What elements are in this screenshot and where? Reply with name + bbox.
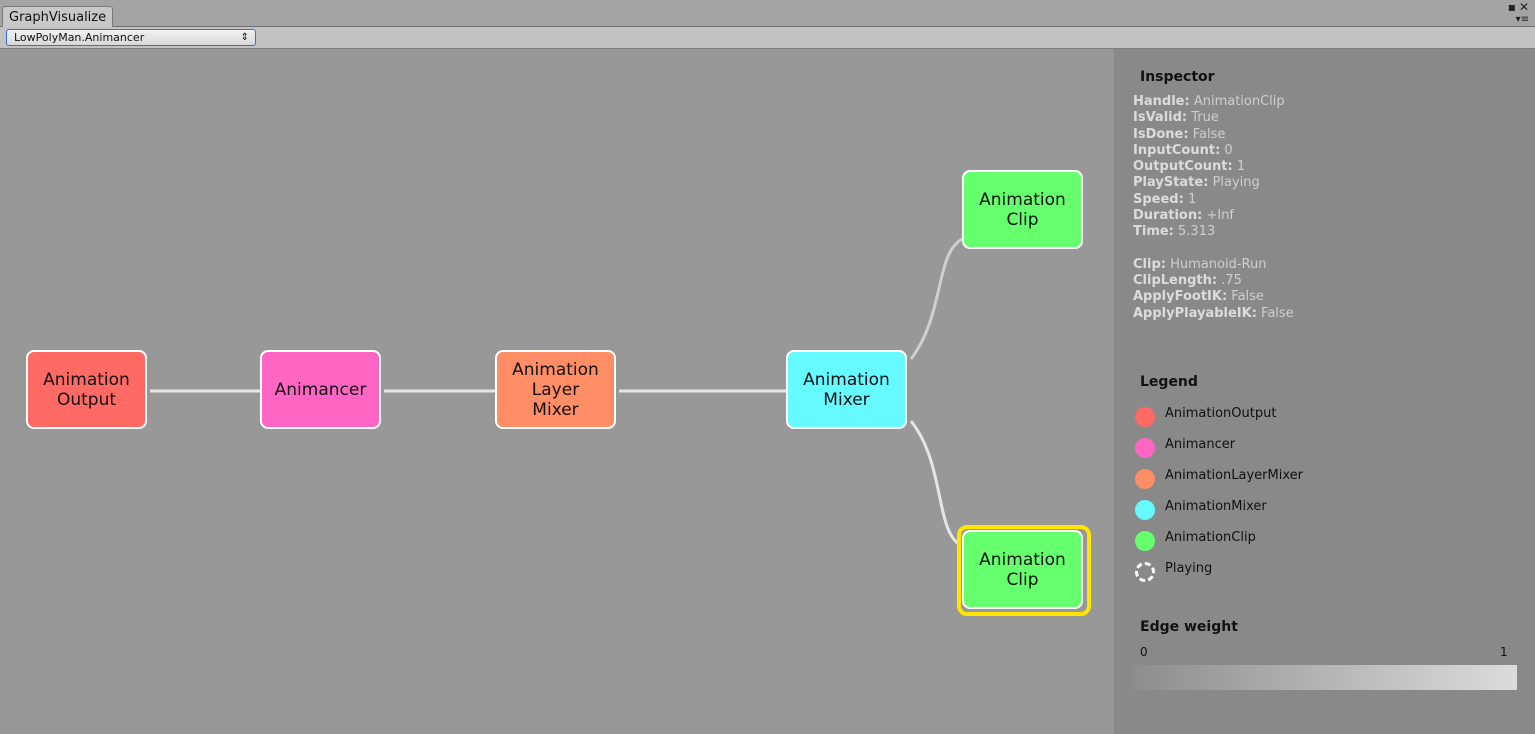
legend-swatch-icon — [1135, 531, 1155, 551]
inspector-clip-prop: ApplyPlayableIK: False — [1133, 305, 1294, 321]
node-label: Output — [56, 389, 117, 410]
tab-graphvisualize[interactable]: GraphVisualize — [2, 6, 114, 27]
toolbar: LowPolyMan.Animancer ⇕ — [0, 27, 1535, 49]
node-label: Clip — [1006, 209, 1039, 230]
edge-weight-gradient — [1132, 665, 1517, 690]
graph-edges — [150, 237, 963, 547]
node-label: Animation — [803, 369, 890, 390]
playing-ring-icon — [1135, 562, 1155, 582]
inspector-prop: Duration: +Inf — [1133, 208, 1234, 224]
inspector-title: Inspector — [1140, 69, 1215, 85]
edge-weight-min-label: 0 — [1140, 645, 1148, 659]
window-tab-bar: GraphVisualize ▪✕ ▾≡ — [0, 0, 1535, 27]
selected-node-highlight — [957, 525, 1091, 616]
legend-title: Legend — [1140, 374, 1198, 390]
side-panel: Inspector Handle: AnimationClip IsValid:… — [1114, 49, 1535, 734]
legend-swatch-icon — [1135, 407, 1155, 427]
node-animancer[interactable]: Animancer — [260, 350, 381, 429]
edge-weight-max-label: 1 — [1500, 645, 1508, 659]
node-label: Animancer — [274, 379, 367, 400]
inspector-prop: Time: 5.313 — [1133, 224, 1216, 240]
node-label: Animation — [979, 189, 1066, 210]
inspector-clip-prop: ApplyFootIK: False — [1133, 289, 1264, 305]
inspector-prop: IsValid: True — [1133, 110, 1219, 126]
inspector-prop: OutputCount: 1 — [1133, 159, 1246, 175]
context-menu-icon[interactable]: ▾≡ — [1515, 14, 1529, 25]
edge-weight-title: Edge weight — [1140, 619, 1238, 635]
legend-swatch-icon — [1135, 438, 1155, 458]
inspector-prop: IsDone: False — [1133, 126, 1226, 142]
inspector-prop: Speed: 1 — [1133, 191, 1197, 207]
node-label: Mixer — [532, 399, 579, 420]
graph-select-dropdown[interactable]: LowPolyMan.Animancer ⇕ — [6, 29, 256, 46]
node-label: Animation — [43, 369, 130, 390]
legend-swatch-icon — [1135, 500, 1155, 520]
node-label: Mixer — [823, 389, 870, 410]
inspector-prop: PlayState: Playing — [1133, 175, 1260, 191]
inspector-prop: InputCount: 0 — [1133, 142, 1233, 158]
legend-swatch-icon — [1135, 469, 1155, 489]
node-label: Animation — [512, 359, 599, 380]
edge-mixer-clip-top — [909, 237, 963, 360]
inspector-prop: Handle: AnimationClip — [1133, 94, 1285, 109]
node-label: Clip — [1006, 569, 1039, 590]
window-controls: ▪✕ — [1505, 1, 1529, 13]
inspector-clip-prop: ClipLength: .75 — [1133, 272, 1242, 288]
node-label: Layer — [531, 379, 580, 400]
close-icon[interactable]: ✕ — [1518, 0, 1529, 14]
maximize-icon[interactable]: ▪ — [1507, 0, 1516, 14]
node-label: Animation — [979, 549, 1066, 570]
edge-mixer-clip-bottom — [909, 420, 961, 547]
graph-select-value: LowPolyMan.Animancer — [14, 31, 145, 44]
inspector-clip-prop: Clip: Humanoid-Run — [1133, 256, 1267, 272]
dropdown-arrow-icon: ⇕ — [240, 32, 249, 43]
inspector-properties: Handle: AnimationClip IsValid: True IsDo… — [1133, 94, 1294, 322]
